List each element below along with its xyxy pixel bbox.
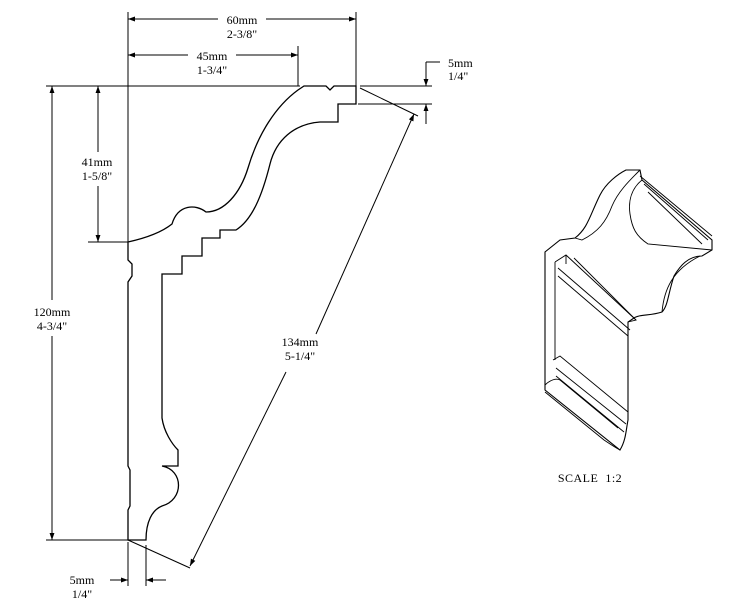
dim-top-step-mm: 5mm (448, 56, 473, 70)
dim-60-mm: 60mm (227, 13, 258, 27)
extension-lines (46, 12, 432, 586)
scale-label: SCALE 1:2 (558, 471, 622, 485)
dim-120-mm: 120mm (34, 305, 71, 319)
isometric-view (544, 169, 713, 451)
dim-45-inch: 1-3/4" (197, 63, 227, 77)
dim-bottom-step-inch: 1/4" (72, 587, 92, 601)
dim-45-mm: 45mm (197, 49, 228, 63)
dimension-labels: 60mm 2-3/8" 45mm 1-3/4" 5mm 1/4" 41mm 1-… (34, 13, 622, 601)
dim-120-inch: 4-3/4" (37, 319, 67, 333)
dim-134-inch: 5-1/4" (285, 349, 315, 363)
dimension-lines (49, 16, 440, 583)
dim-41-mm: 41mm (82, 155, 113, 169)
moulding-profile (127, 85, 357, 541)
dim-41-inch: 1-5/8" (82, 169, 112, 183)
dim-top-step-inch: 1/4" (448, 69, 468, 83)
dim-134-mm: 134mm (282, 335, 319, 349)
dim-bottom-step-mm: 5mm (70, 573, 95, 587)
dim-60-inch: 2-3/8" (227, 27, 257, 41)
